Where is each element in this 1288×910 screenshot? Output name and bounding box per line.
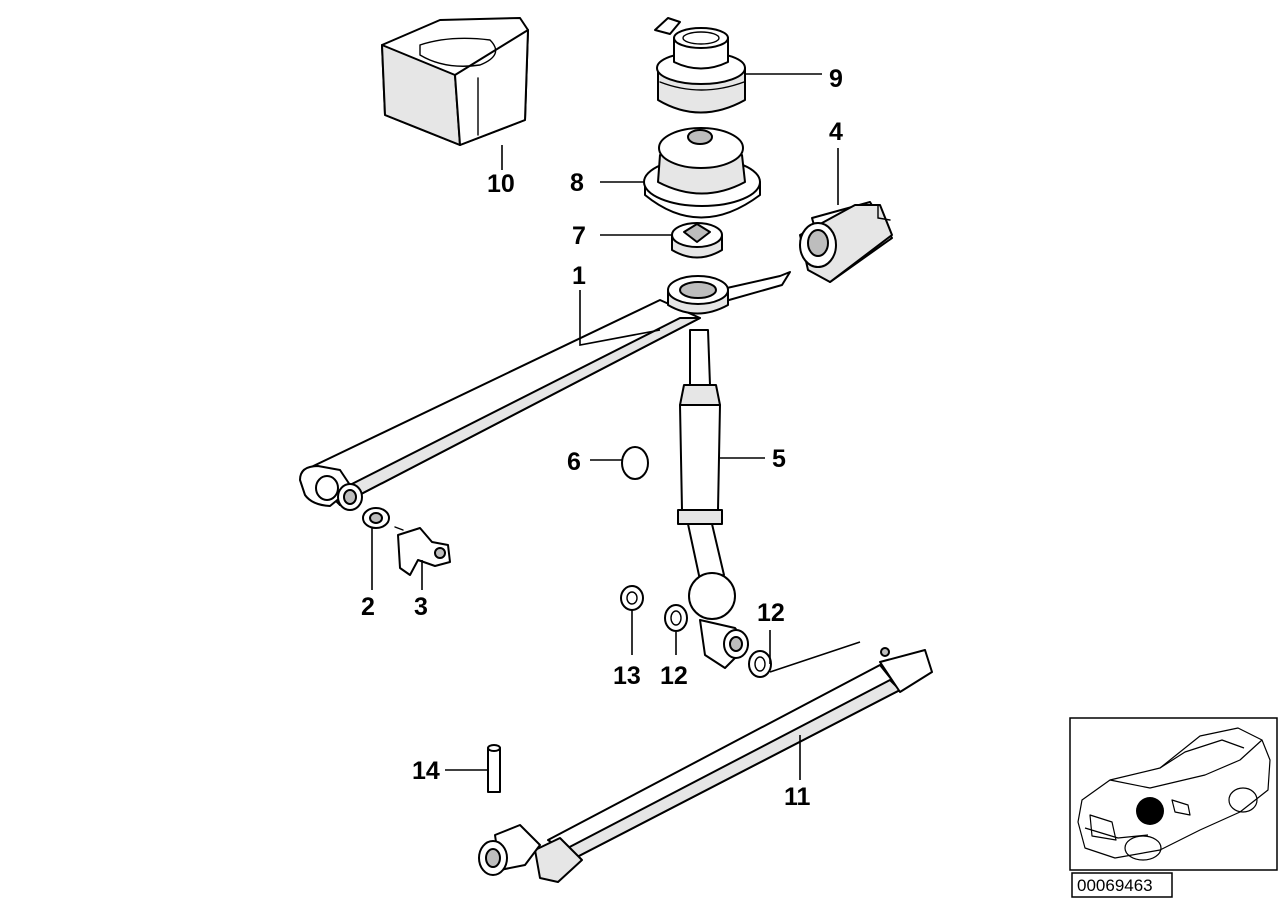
label-12-right: 12 — [757, 599, 785, 627]
label-5: 5 — [772, 445, 786, 473]
part-14-pin — [487, 744, 501, 793]
label-1: 1 — [572, 262, 586, 290]
label-7: 7 — [572, 222, 586, 250]
label-6: 6 — [567, 448, 581, 476]
vehicle-location-thumbnail: 00069463 — [1069, 717, 1278, 898]
part-9-knob-housing — [654, 17, 746, 114]
car-outline-icon — [1077, 727, 1271, 861]
part-12-washer-right — [748, 650, 772, 678]
label-10: 10 — [487, 170, 515, 198]
part-13-washer — [620, 585, 644, 611]
label-8: 8 — [570, 169, 584, 197]
part-3-bracket — [394, 526, 451, 576]
part-10-console-cover — [381, 17, 529, 146]
diagram-code: 00069463 — [1077, 876, 1153, 895]
part-6-ring — [621, 446, 649, 480]
location-marker-dot — [1136, 797, 1164, 825]
part-7-bushing — [671, 222, 723, 259]
part-5-lever-rod — [677, 329, 749, 669]
part-12-washer-left — [664, 604, 688, 632]
label-3: 3 — [414, 593, 428, 621]
leader-lines — [371, 73, 861, 780]
part-8-rubber-boot — [643, 127, 761, 219]
label-12-left: 12 — [660, 662, 688, 690]
callout-labels: 1 2 3 4 5 6 7 8 9 10 11 12 12 13 14 — [361, 65, 843, 811]
part-11-selector-rod — [478, 647, 933, 883]
part-4-sleeve — [799, 201, 893, 283]
part-2-bushing — [362, 507, 390, 529]
label-4: 4 — [829, 118, 843, 146]
part-1-shift-arm — [299, 271, 791, 511]
label-9: 9 — [829, 65, 843, 93]
label-11: 11 — [784, 783, 811, 811]
label-13: 13 — [613, 662, 641, 690]
label-2: 2 — [361, 593, 375, 621]
label-14: 14 — [412, 757, 440, 785]
